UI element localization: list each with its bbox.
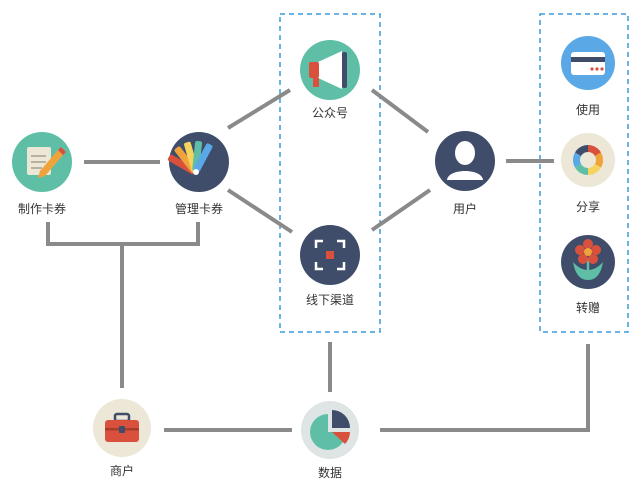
- scan-target-dot: [326, 251, 334, 259]
- edit-notepad-icon: [27, 147, 66, 178]
- user-avatar-icon: [447, 141, 483, 180]
- node-gift[interactable]: [561, 235, 615, 289]
- connector-manage-offline: [226, 188, 294, 234]
- label-use: 使用: [575, 103, 600, 117]
- label-share: 分享: [575, 200, 600, 214]
- label-merchant: 商户: [109, 464, 134, 478]
- label-manage-card: 管理卡券: [174, 202, 223, 216]
- briefcase-icon: [105, 412, 139, 442]
- pie-chart-icon: [310, 410, 350, 450]
- node-use[interactable]: [561, 36, 615, 90]
- node-user[interactable]: [435, 131, 495, 191]
- label-offline-channel: 线下渠道: [305, 293, 354, 307]
- label-gift: 转赠: [575, 301, 600, 315]
- label-data: 数据: [317, 466, 342, 480]
- scan-frame-icon: [314, 239, 346, 271]
- label-make-card: 制作卡券: [17, 202, 66, 216]
- flower-icon: [573, 239, 603, 280]
- megaphone-icon: [309, 51, 347, 89]
- connector-official-user: [370, 88, 430, 134]
- node-share[interactable]: [561, 133, 615, 187]
- node-merchant[interactable]: [93, 399, 151, 457]
- label-official-account: 公众号: [311, 106, 348, 120]
- node-make-card[interactable]: [12, 132, 72, 192]
- node-data[interactable]: [301, 401, 359, 459]
- credit-card-icon: [571, 52, 605, 75]
- color-swatch-icon: [167, 140, 213, 175]
- color-wheel-icon: [572, 145, 604, 175]
- connector-offline-user: [370, 188, 432, 232]
- connector-data-actions: [380, 344, 590, 432]
- connector-manage-official: [226, 88, 292, 130]
- node-offline-channel[interactable]: [300, 225, 360, 285]
- actions-group-box: [539, 13, 629, 333]
- label-user: 用户: [452, 202, 477, 216]
- node-official-account[interactable]: [300, 40, 360, 100]
- connectors: [46, 88, 590, 432]
- node-manage-card[interactable]: [167, 132, 229, 192]
- connector-bracket-cards: [46, 222, 200, 246]
- channels-group-box: [279, 13, 381, 333]
